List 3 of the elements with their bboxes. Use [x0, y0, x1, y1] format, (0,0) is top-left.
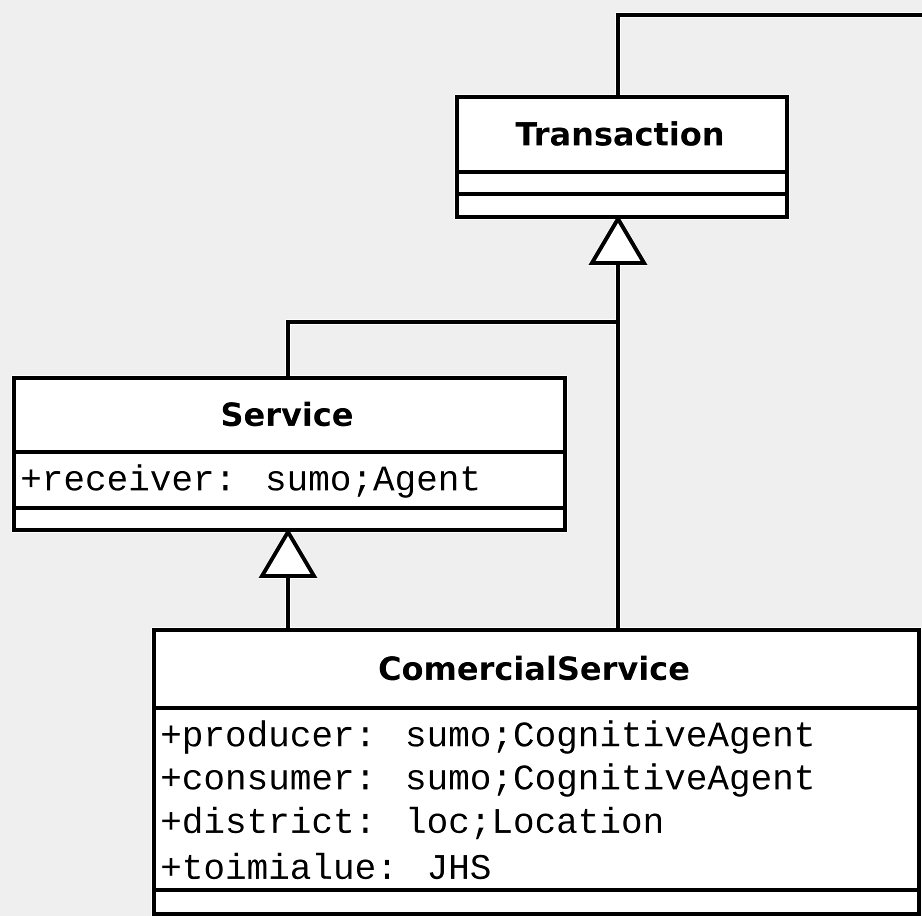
class-box: Transaction	[455, 95, 789, 219]
class-box: Service +receiver: sumo;Agent	[12, 376, 567, 532]
class-box: ComercialService +producer: sumo;CognitiveAgent +consumer: sumo;CognitiveAgent +district: loc;Location +toimialue: JHS	[152, 628, 921, 916]
